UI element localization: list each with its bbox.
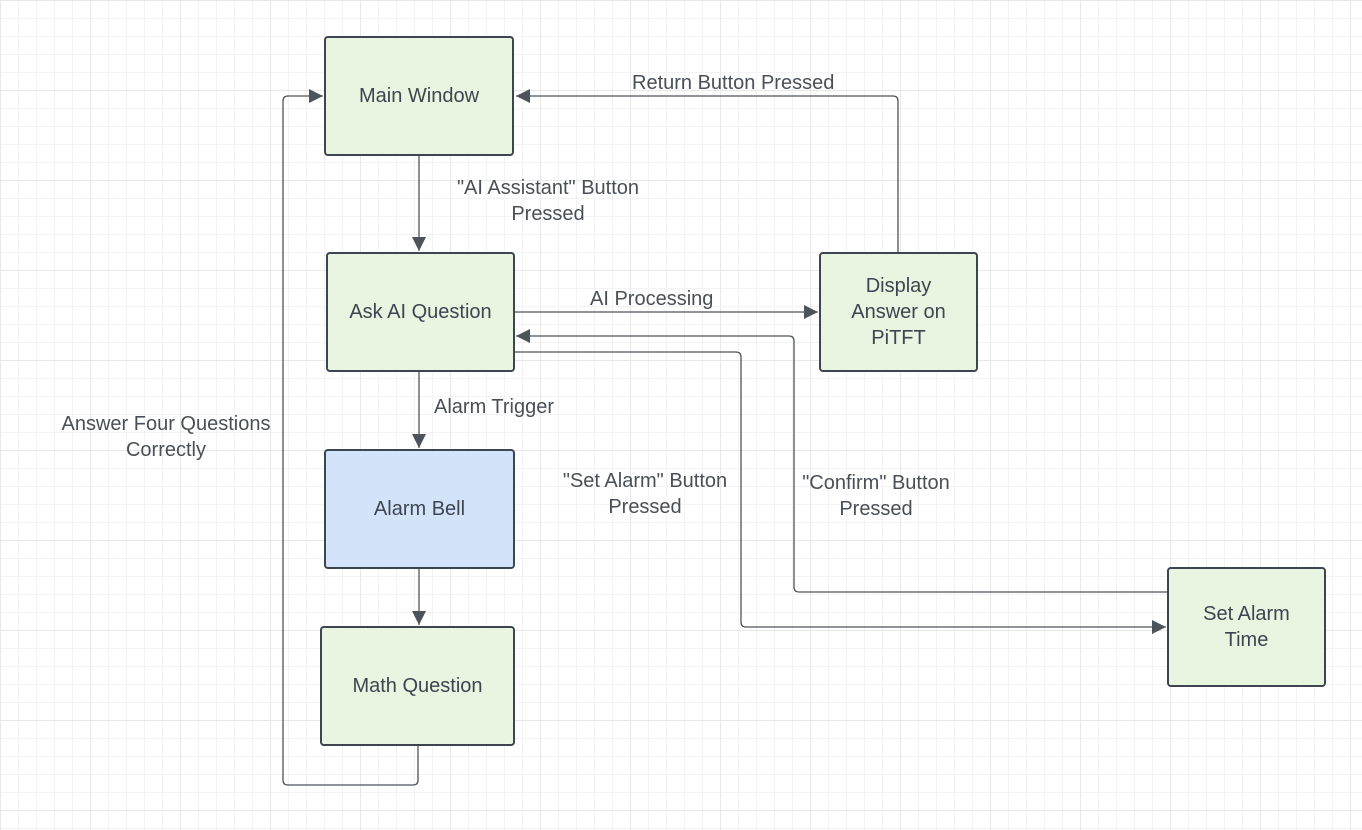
- edge-ask-to-setalarm: [515, 351, 1166, 634]
- edge-label-set-alarm-button-line-1: "Set Alarm" Button: [562, 470, 728, 492]
- edge-math-to-main: [282, 89, 419, 786]
- edge-label-confirm-button-line-1: "Confirm" Button: [802, 472, 950, 494]
- edge-label-ai-assistant-button: "AI Assistant" Button Pressed: [447, 175, 649, 227]
- node-alarm-bell-label: Alarm Bell: [373, 498, 466, 520]
- edge-label-ai-assistant-button-line-2: Pressed: [511, 203, 585, 225]
- edge-label-answer-four-questions: Answer Four Questions Correctly: [50, 411, 282, 463]
- node-alarm-bell: Alarm Bell: [324, 449, 515, 569]
- edge-label-alarm-trigger-line-1: Alarm Trigger: [434, 396, 555, 418]
- node-set-alarm-time: Set Alarm Time: [1167, 567, 1326, 687]
- node-display-answer: Display Answer on PiTFT: [819, 252, 978, 372]
- edge-label-confirm-button-line-2: Pressed: [839, 498, 913, 520]
- node-display-answer-line-3: PiTFT: [871, 327, 926, 349]
- edge-label-set-alarm-button: "Set Alarm" Button Pressed: [553, 468, 737, 520]
- node-math-question: Math Question: [320, 626, 515, 746]
- edge-label-ai-processing-line-1: AI Processing: [590, 288, 714, 310]
- node-display-answer-line-1: Display: [865, 275, 932, 297]
- edge-label-return-button-line-1: Return Button Pressed: [632, 72, 835, 94]
- edge-label-set-alarm-button-line-2: Pressed: [608, 496, 682, 518]
- node-ask-ai-question: Ask AI Question: [326, 252, 515, 372]
- edge-label-alarm-trigger: Alarm Trigger: [434, 394, 554, 420]
- node-main-window-label: Main Window: [358, 85, 480, 107]
- node-display-answer-line-2: Answer on: [851, 301, 946, 323]
- edge-label-return-button: Return Button Pressed: [632, 70, 834, 96]
- edge-label-ai-processing: AI Processing: [590, 286, 713, 312]
- node-set-alarm-time-line-1: Set Alarm: [1203, 603, 1290, 625]
- edge-label-ai-assistant-button-line-1: "AI Assistant" Button: [456, 177, 640, 199]
- edge-label-answer-four-questions-line-2: Correctly: [125, 439, 206, 461]
- node-math-question-label: Math Question: [352, 675, 483, 697]
- edge-label-confirm-button: "Confirm" Button Pressed: [794, 470, 958, 522]
- edge-display-to-main: [516, 89, 899, 252]
- node-set-alarm-time-line-2: Time: [1224, 629, 1269, 651]
- node-main-window: Main Window: [324, 36, 514, 156]
- edge-label-answer-four-questions-line-1: Answer Four Questions: [61, 413, 271, 435]
- node-ask-ai-question-label: Ask AI Question: [349, 301, 492, 323]
- edge-setalarm-to-ask: [516, 329, 1167, 593]
